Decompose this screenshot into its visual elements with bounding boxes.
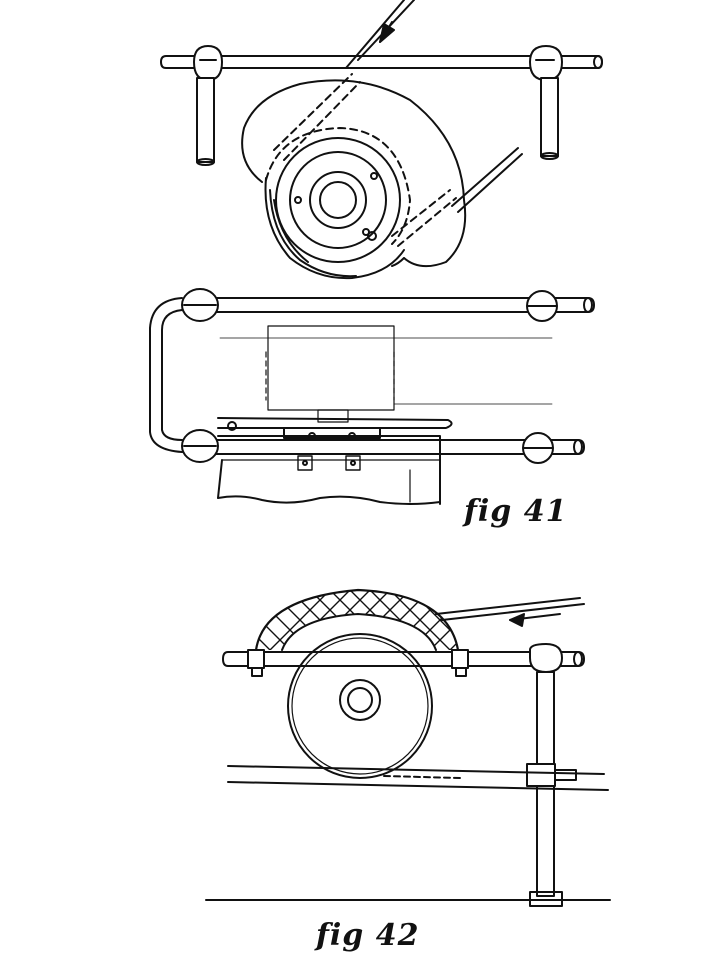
exit-guide bbox=[451, 147, 523, 213]
base-plate bbox=[217, 417, 453, 505]
feed-arrow-top bbox=[345, 0, 415, 69]
mesh-guard bbox=[247, 588, 469, 677]
figure-41-caption: fig 41 bbox=[464, 494, 568, 529]
dashed-hidden-lines bbox=[265, 73, 457, 247]
machine-body bbox=[219, 325, 553, 423]
wheel-top bbox=[264, 137, 405, 280]
feed-arrow-fig42 bbox=[435, 597, 585, 627]
fig41-side-view bbox=[149, 288, 595, 505]
spiral-guard bbox=[241, 79, 467, 268]
fig41-top-view bbox=[160, 0, 603, 280]
fig42-view bbox=[205, 588, 611, 907]
figure-42-caption: fig 42 bbox=[316, 918, 420, 953]
top-bar bbox=[160, 55, 603, 69]
right-clamp bbox=[529, 45, 563, 160]
left-clamp bbox=[193, 45, 223, 166]
